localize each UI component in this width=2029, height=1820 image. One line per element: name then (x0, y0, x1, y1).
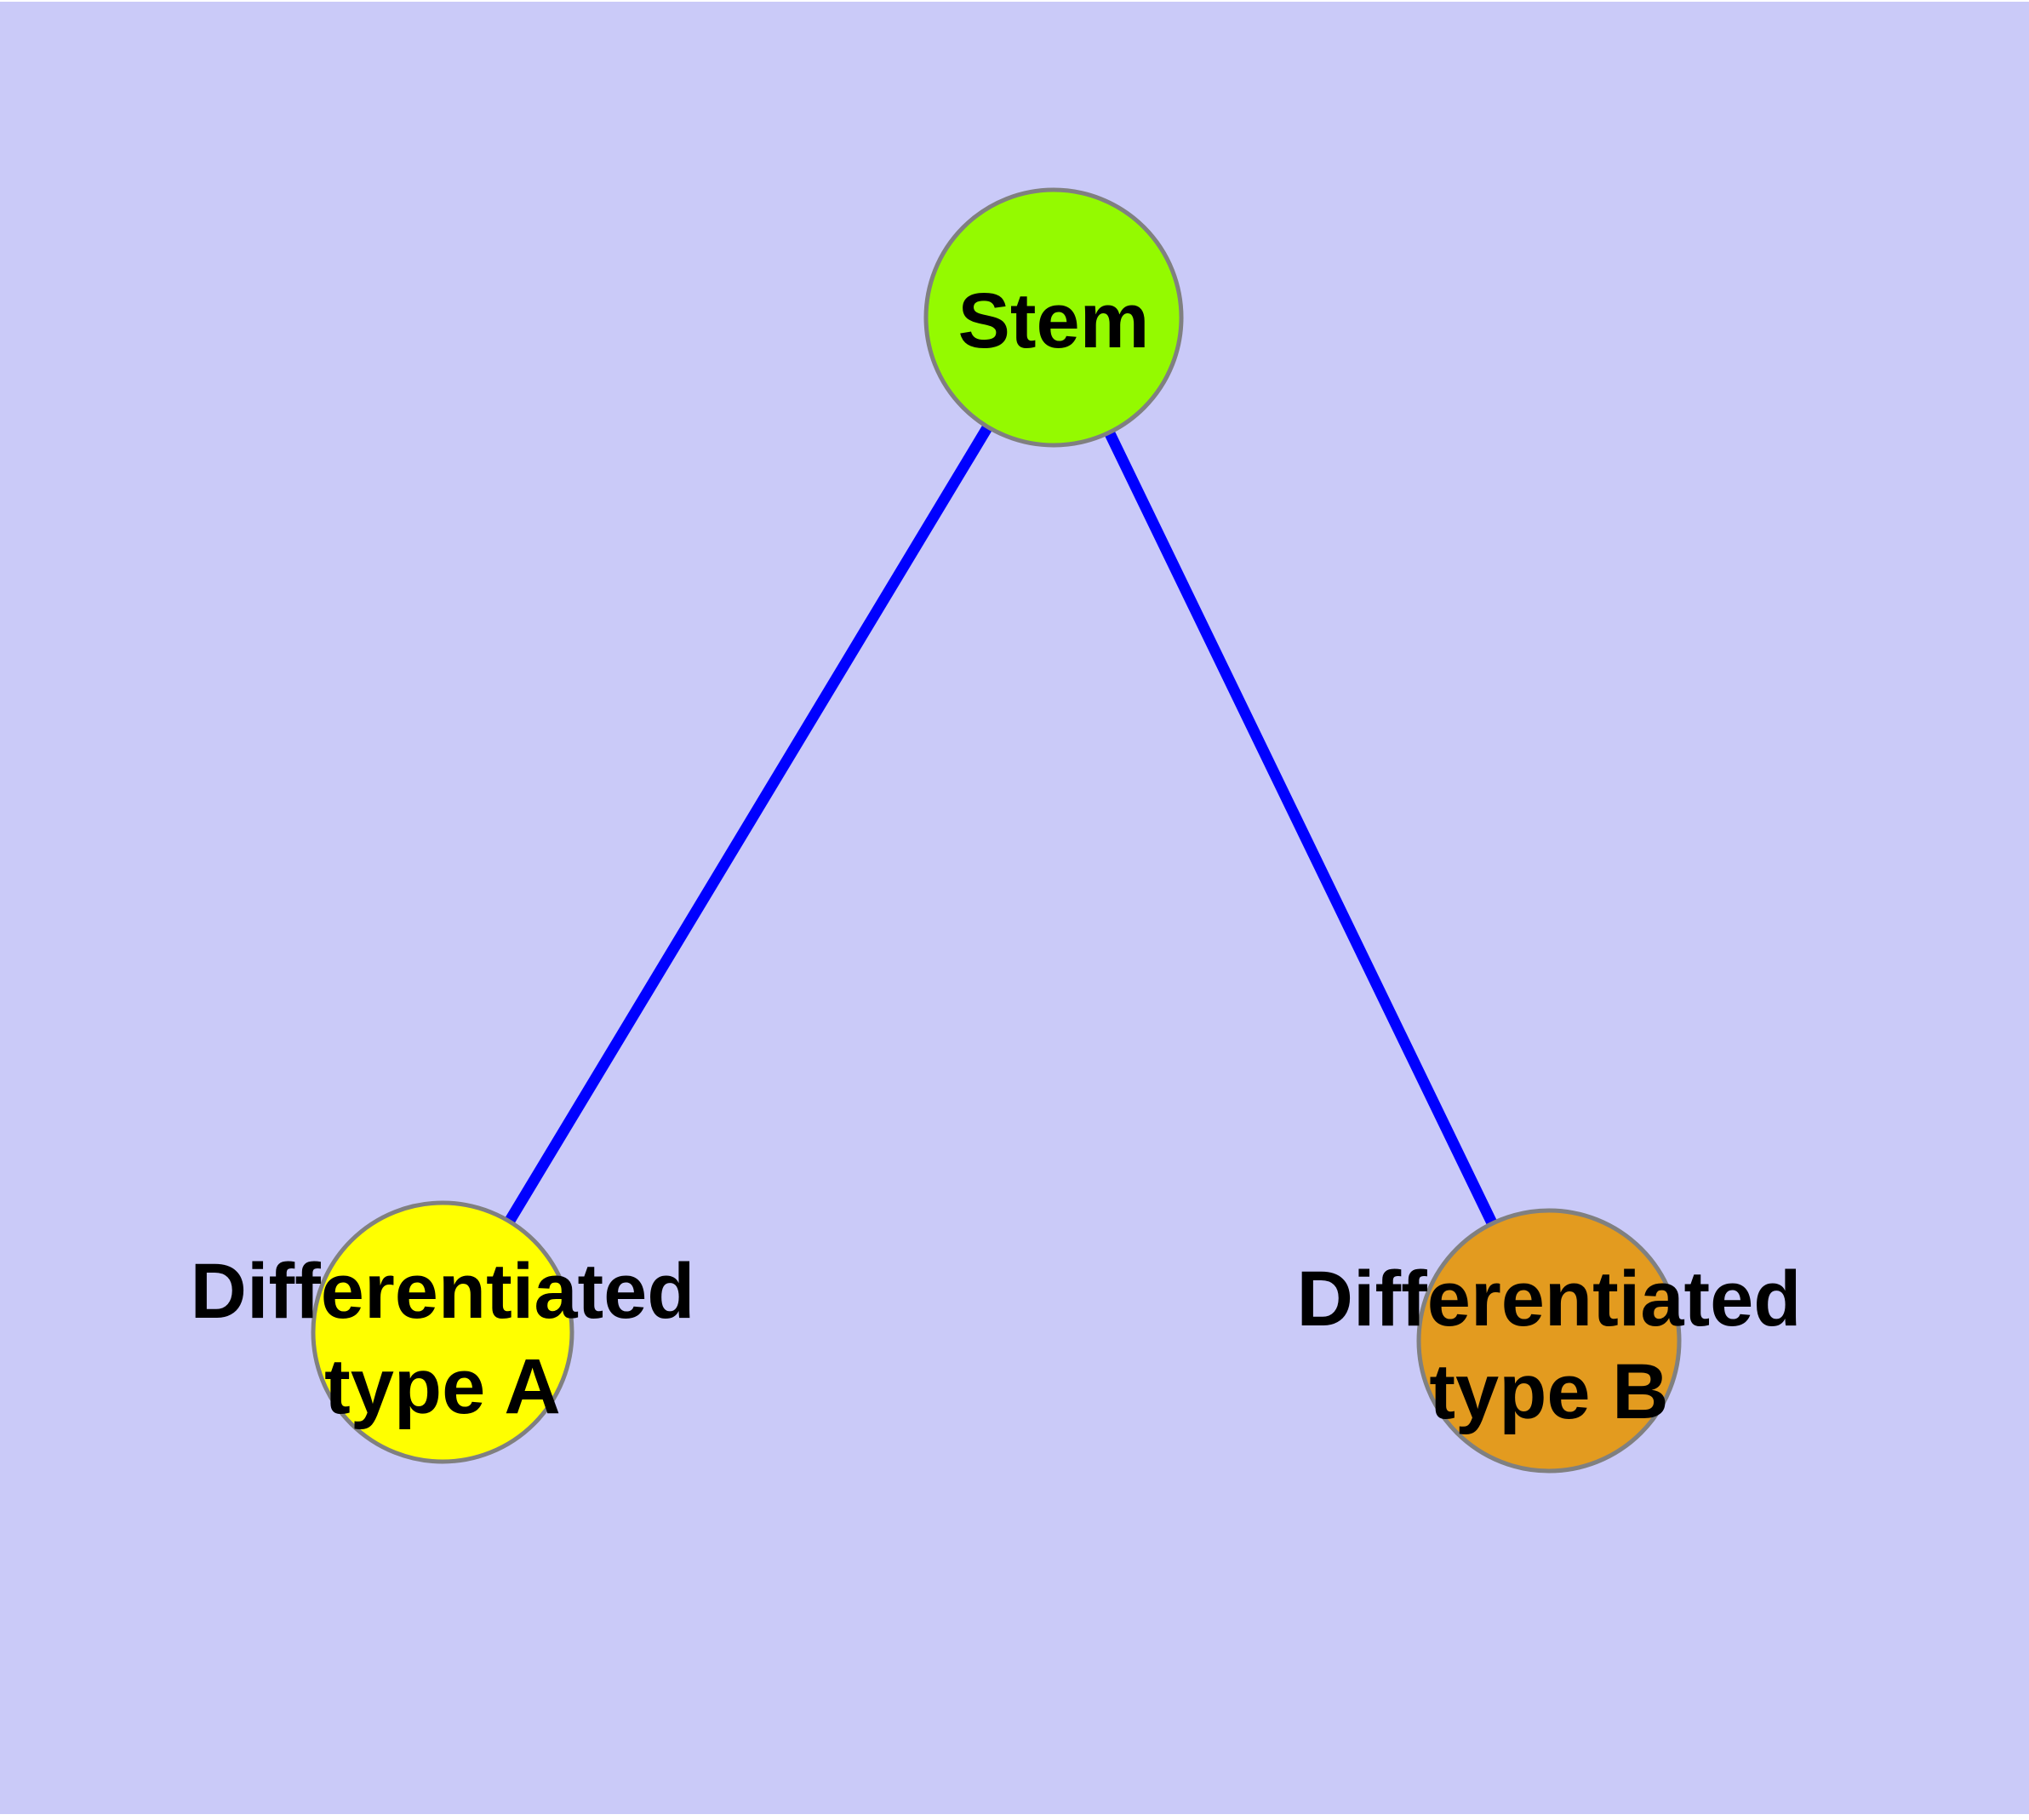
edge-stem-to-type-a (437, 314, 1059, 1336)
node-differentiated-type-b-label-line2: type B (1429, 1348, 1668, 1435)
node-stem-label: Stem (958, 278, 1150, 364)
node-differentiated-type-b-label-line1: Differentiated (1297, 1256, 1802, 1342)
node-differentiated-type-a-circle (311, 1200, 574, 1464)
node-differentiated-type-a-label-line2: type A (324, 1343, 561, 1430)
node-differentiated-type-b-circle (1416, 1208, 1682, 1474)
node-stem: Stem (923, 187, 1184, 448)
node-stem-circle (923, 187, 1184, 448)
node-differentiated-type-a: Differentiated type A (191, 1200, 695, 1464)
edge-stem-to-type-b (1049, 315, 1554, 1343)
node-differentiated-type-b: Differentiated type B (1297, 1208, 1802, 1474)
node-differentiated-type-a-label-line1: Differentiated (191, 1248, 695, 1335)
